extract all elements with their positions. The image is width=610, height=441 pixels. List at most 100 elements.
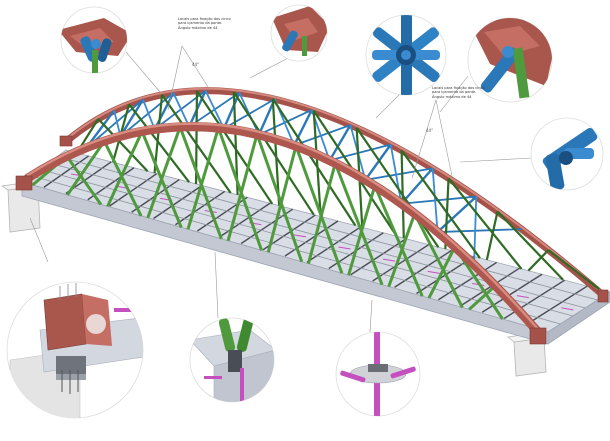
deck-cross-beam	[525, 285, 588, 326]
deck-cross-beam	[153, 184, 203, 220]
hanger	[400, 149, 481, 259]
hanger	[102, 140, 143, 217]
hanger	[217, 127, 263, 251]
bracing-joint-icon	[530, 117, 604, 191]
hanger	[153, 94, 164, 174]
hanger	[496, 210, 564, 281]
hanger	[255, 133, 304, 263]
deck-stringer	[57, 156, 598, 301]
bracing-diagonal	[142, 99, 156, 130]
hanger	[400, 150, 405, 239]
hanger	[66, 140, 106, 196]
bracing-strut	[328, 124, 352, 162]
deck-cross-beam	[372, 244, 430, 282]
hanger	[468, 284, 497, 311]
hanger	[527, 249, 550, 272]
hanger	[447, 177, 523, 270]
lifting-note-left-line-3: Ângulo máximo de 44	[178, 25, 218, 30]
hanger	[373, 185, 424, 297]
hanger	[271, 98, 357, 227]
hanger	[146, 126, 182, 219]
lifting-note-left-line-1: Locais para fixação dos cinco	[178, 17, 231, 21]
lifting-note-right-line-1: Locais para fixação dos cinco	[432, 86, 485, 90]
hanger	[547, 249, 600, 291]
hanger	[65, 155, 103, 206]
hanger	[106, 130, 144, 208]
bracing-strut	[222, 92, 241, 129]
deck-cross-beam	[284, 220, 339, 257]
deck-cross-beam	[394, 249, 452, 288]
hanger	[226, 133, 259, 242]
hanger	[128, 103, 191, 183]
deck-cross-beam	[306, 226, 362, 263]
deck-side-face	[547, 291, 610, 345]
hanger	[196, 90, 274, 205]
deck-pin	[382, 258, 396, 262]
bracing-diagonal	[473, 196, 478, 265]
deck-pin	[516, 295, 529, 299]
deck-pin	[338, 246, 351, 250]
bracing-diagonal	[172, 92, 191, 128]
hanger	[312, 110, 322, 217]
lifting-note-right: Locais para fixação dos cinco para içame…	[432, 86, 485, 99]
bracing-diagonal	[431, 168, 439, 233]
hanger-deck-connection-icon	[189, 317, 275, 403]
lifting-note-right-line-3: Ângulo máximo de 44	[432, 94, 472, 99]
deck-cross-beam	[175, 190, 226, 226]
hanger	[485, 211, 499, 261]
front-arch	[23, 122, 543, 337]
angle-mark-left: 44°	[192, 62, 199, 67]
back-arch	[64, 87, 608, 300]
bracing-diagonal	[389, 144, 403, 204]
hanger	[97, 118, 149, 173]
hanger	[387, 213, 417, 288]
bracing-diagonal	[437, 228, 522, 233]
bracing-diagonal	[204, 90, 225, 129]
bracing-strut	[257, 98, 276, 136]
bracing-strut	[293, 109, 313, 146]
hanger	[347, 185, 377, 276]
hanger-node-icon	[467, 17, 553, 103]
bracing-strut	[364, 143, 392, 181]
deck-cross-beam	[43, 155, 90, 188]
deck-stringer	[30, 175, 561, 325]
hanger	[333, 162, 384, 286]
lifting-note-left-line-2: para içamento da ponte.	[178, 21, 223, 26]
hanger	[271, 98, 281, 206]
bracing-strut	[436, 195, 478, 233]
deck-stringer	[39, 168, 573, 317]
arch-bearing-detail-icon	[60, 6, 128, 74]
bracing-diagonal	[293, 124, 351, 147]
bracing-strut	[119, 98, 145, 137]
deck-anchor-plate-icon	[335, 331, 421, 417]
arch-end-blocks	[15, 135, 609, 345]
hanger	[266, 145, 298, 253]
hanger	[186, 127, 220, 230]
deck-pin	[561, 307, 574, 311]
leader-lines	[29, 45, 533, 333]
hanger	[232, 91, 315, 216]
cross-bracing-node-icon	[365, 14, 447, 96]
deck-pin	[427, 270, 440, 274]
lifting-note-left: Locais para fixação dos cinco para içame…	[178, 17, 231, 30]
deck-cross-beam	[350, 238, 407, 276]
hanger	[427, 246, 457, 299]
bracing-diagonal	[365, 167, 433, 181]
deck-cross-beam	[459, 267, 520, 307]
hangers	[31, 90, 600, 331]
lifting-note-right-line-2: para içamento da ponte.	[432, 90, 477, 95]
angle-mark-right: 44°	[426, 128, 433, 133]
hanger	[306, 162, 337, 265]
bracing-strut	[400, 167, 434, 205]
bracing-diagonal	[329, 143, 391, 162]
arch-node-detail-icon	[270, 4, 328, 62]
hanger	[294, 145, 344, 274]
hanger	[413, 212, 464, 309]
deck-cross-beam	[218, 202, 271, 238]
abutment-bearing-detail-icon	[6, 281, 144, 419]
deck-pin	[293, 234, 306, 238]
deck-cross-beam	[109, 173, 158, 207]
deck-cross-beam	[438, 261, 498, 301]
